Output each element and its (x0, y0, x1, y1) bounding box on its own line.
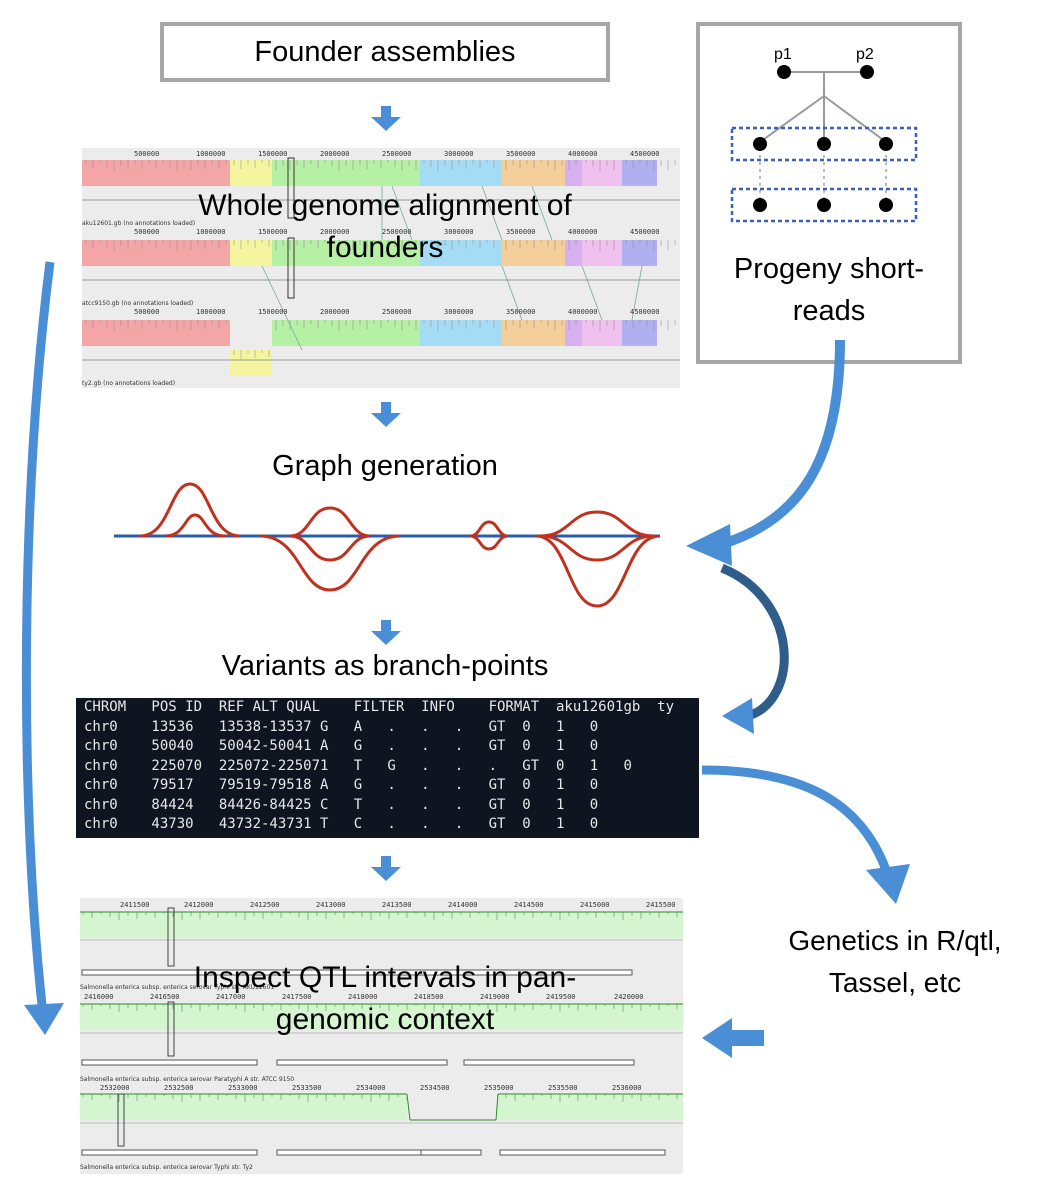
progeny-label: Progeny short- reads (733, 253, 925, 327)
vcf-record-line: chr0 50040 50042-50041 A G . . . GT 0 1 … (84, 738, 599, 754)
progeny-to-graph-arrow (720, 339, 845, 549)
arrowhead-icon (686, 524, 732, 566)
progeny-group-box-1 (730, 126, 918, 162)
vcf-to-genetics-arrow (701, 765, 891, 872)
arrowhead-icon (866, 864, 910, 904)
vcf-record-line: chr0 79517 79519-79518 A G . . . GT 0 1 … (84, 777, 599, 793)
parent-label-p2: p2 (856, 46, 874, 63)
whole-genome-alignment-label: Whole genome alignment of founders (198, 189, 572, 264)
progeny-group-box-2 (730, 187, 918, 223)
parent-node-p1 (777, 65, 791, 79)
vcf-header-line: CHROM POS ID REF ALT QUAL FILTER INFO FO… (84, 699, 675, 715)
qtl-inspect-label: Inspect QTL intervals in pan- genomic co… (193, 961, 577, 1036)
genetics-to-qtl-arrow (702, 1018, 764, 1058)
whole-genome-alignment-panel: 500000 1000000 1500000 2000000 2500000 3… (82, 148, 680, 388)
progeny-short-reads-box: p1 p2 Progeny short- reads (696, 22, 962, 364)
alignment-to-qtl-arrow (21, 261, 55, 1006)
vcf-record-line: chr0 225070 225072-225071 T G . . . GT 0… (84, 757, 632, 774)
genetics-label: Genetics in R/qtl, Tassel, etc (788, 925, 1002, 998)
down-arrow-icon (371, 402, 401, 427)
vcf-record-line: chr0 84424 84426-84425 C T . . . GT 0 1 … (84, 796, 599, 813)
graph-to-vcf-arrow (720, 563, 789, 721)
vcf-record-line: chr0 43730 43732-43731 T C . . . GT 0 1 … (84, 816, 599, 832)
variants-label: Variants as branch-points (221, 650, 549, 682)
founder-assemblies-label: Founder assemblies (254, 35, 516, 68)
down-arrow-icon (371, 620, 401, 645)
vcf-record-line: chr0 13536 13538-13537 G A . . . GT 0 1 … (84, 718, 599, 735)
arrowhead-icon (722, 698, 754, 734)
parent-node-p2 (860, 65, 874, 79)
vcf-terminal: CHROM POS ID REF ALT QUAL FILTER INFO FO… (76, 698, 699, 838)
graph-generation-label: Graph generation (272, 450, 498, 482)
down-arrow-icon (371, 856, 401, 881)
pedigree-diagram: p1 p2 (730, 46, 918, 223)
founder-assemblies-box: Founder assemblies (160, 22, 610, 82)
arrowhead-icon (24, 1003, 64, 1035)
qtl-interval-panel: 2411500 2412000 2412500 2413000 2413500 … (80, 898, 683, 1174)
parent-label-p1: p1 (774, 46, 792, 63)
down-arrow-icon (371, 106, 401, 131)
